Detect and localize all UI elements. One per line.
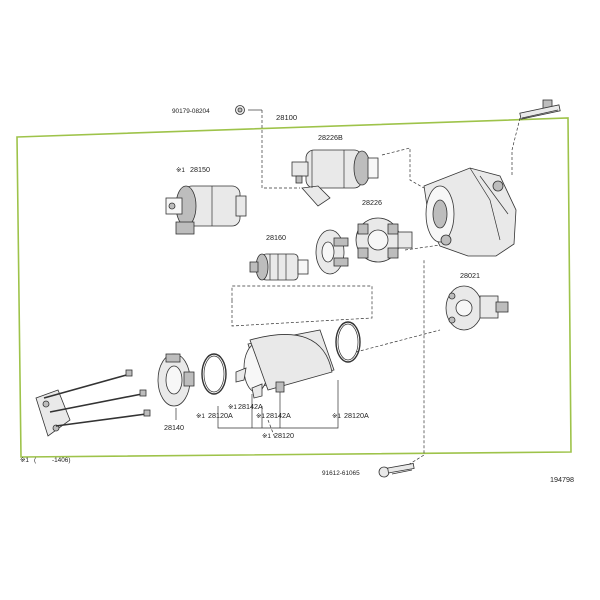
bolt-91612-icon xyxy=(378,463,415,478)
end-frame-icon xyxy=(157,353,195,407)
magnetic-switch-icon xyxy=(291,149,379,207)
diagram-number: 194798 xyxy=(550,475,574,484)
label-bolt-top-left: 90179-08204 xyxy=(172,108,210,115)
label-yoke-mark: ※1 xyxy=(262,433,271,440)
assembly-frame xyxy=(16,117,572,458)
label-clip-a-mark: ※1 xyxy=(228,404,237,411)
clip-a-icon xyxy=(235,367,247,383)
solenoid-icon xyxy=(165,185,247,235)
label-oring-right-mark: ※1 xyxy=(332,413,341,420)
armature-pinion-icon xyxy=(249,253,309,281)
clip-b-icon xyxy=(251,383,263,399)
long-bolt-top-icon xyxy=(519,99,561,120)
label-brush-holder: 28226 xyxy=(362,198,382,207)
footnote-range: -1406) xyxy=(52,457,70,464)
label-yoke: 28120 xyxy=(274,431,294,440)
label-magnetic-switch: 28226B xyxy=(318,133,343,142)
label-clip-a: 28142A xyxy=(238,402,263,411)
label-oring-left-mark: ※1 xyxy=(196,413,205,420)
o-ring-right-inner-icon xyxy=(337,323,359,361)
footnote-mark: ※1 xyxy=(20,457,29,464)
label-oring-right: 28120A xyxy=(344,411,369,420)
yoke-icon xyxy=(243,329,335,393)
drive-housing-icon xyxy=(423,167,517,257)
label-clip-b: 28142A xyxy=(266,411,291,420)
label-solenoid: 28150 xyxy=(190,165,210,174)
label-housing: 28021 xyxy=(460,271,480,280)
label-end-frame: 28140 xyxy=(164,423,184,432)
o-ring-left-inner-icon xyxy=(203,355,225,393)
footnote-paren: ( xyxy=(34,457,37,464)
o-ring-left-icon xyxy=(201,353,227,395)
label-assembly: 28100 xyxy=(276,113,297,122)
planetary-gear-icon xyxy=(315,229,349,275)
label-bolt-bottom: 91612-61065 xyxy=(322,470,360,477)
bolt-90179-icon xyxy=(235,105,245,115)
label-oring-left: 28120A xyxy=(208,411,233,420)
o-ring-right-icon xyxy=(335,321,361,363)
assembly-lines xyxy=(175,109,521,471)
bearing-cover-icon xyxy=(445,285,509,331)
brush-holder-icon xyxy=(355,217,413,263)
through-bolts-icon xyxy=(35,369,151,437)
label-solenoid-mark: ※1 xyxy=(176,167,185,174)
label-armature: 28160 xyxy=(266,233,286,242)
label-clip-b-mark: ※1 xyxy=(256,413,265,420)
